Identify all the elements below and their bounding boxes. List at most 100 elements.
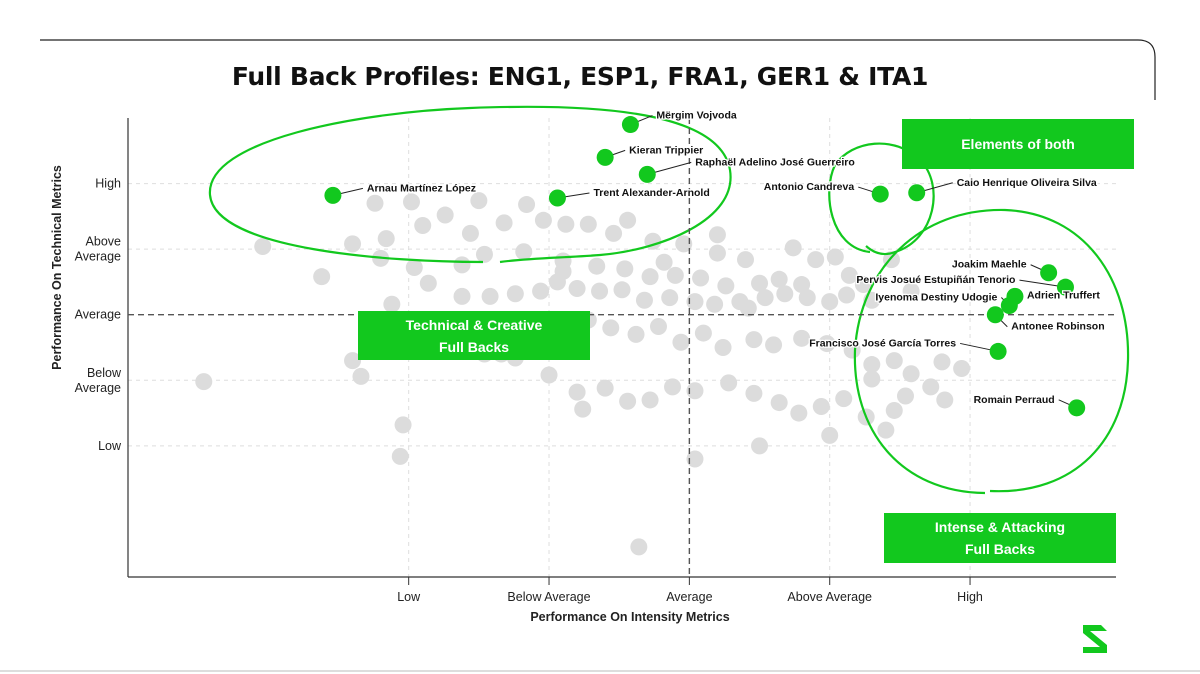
y-tick-label: Low	[98, 439, 122, 453]
background-player-point	[933, 353, 951, 371]
background-player-point	[641, 268, 659, 286]
intense-attacking-box: Intense & Attacking Full Backs	[884, 513, 1116, 563]
background-player-point	[313, 268, 331, 286]
player-label: Kieran Trippier	[629, 144, 703, 156]
background-player-point	[751, 274, 769, 292]
highlighted-player-point	[1056, 278, 1074, 296]
background-player-point	[195, 373, 213, 391]
background-player-point	[717, 277, 735, 295]
background-player-point	[481, 287, 499, 305]
background-player-point	[641, 391, 659, 409]
x-tick-label: High	[957, 590, 983, 604]
player-label: Antonee Robinson	[1011, 321, 1104, 333]
background-player-point	[692, 269, 710, 287]
background-player-point	[765, 336, 783, 354]
background-player-point	[616, 260, 634, 278]
background-player-point	[737, 251, 754, 269]
background-player-point	[534, 211, 552, 229]
background-player-point	[953, 359, 971, 377]
player-label: Romain Perraud	[974, 394, 1055, 406]
player-label: Adrien Truffert	[1027, 289, 1100, 301]
player-label: Joakim Maehle	[952, 259, 1027, 271]
background-player-point	[798, 289, 816, 307]
background-player-point	[254, 238, 272, 256]
player-label: Trent Alexander-Arnold	[593, 187, 709, 199]
background-player-point	[402, 193, 420, 211]
highlighted-player-point	[1040, 264, 1058, 282]
background-player-point	[902, 282, 920, 300]
background-player-point	[568, 279, 586, 297]
background-player-point	[661, 289, 679, 307]
player-label: Raphaël Adelino José Guerreiro	[695, 156, 855, 168]
background-player-point	[821, 293, 839, 311]
background-player-point	[885, 401, 903, 419]
background-player-point	[394, 416, 412, 434]
chart-title: Full Back Profiles: ENG1, ESP1, FRA1, GE…	[231, 62, 929, 91]
frame-border	[40, 39, 1156, 100]
background-player-point	[540, 366, 558, 384]
technical-creative-box: Technical & Creative Full Backs	[358, 311, 590, 360]
background-player-point	[818, 335, 836, 353]
background-player-point	[383, 295, 401, 313]
background-player-point	[863, 356, 881, 374]
background-player-point	[568, 383, 586, 401]
background-player-point	[554, 252, 572, 270]
background-player-point	[790, 404, 808, 422]
background-player-point	[436, 206, 454, 224]
highlighted-player-point	[989, 342, 1007, 360]
background-player-point	[377, 230, 395, 248]
highlighted-player-point	[871, 185, 889, 203]
background-player-point	[548, 273, 566, 291]
highlighted-player-point	[596, 148, 614, 166]
background-player-point	[495, 214, 513, 232]
background-player-point	[649, 318, 667, 336]
background-player-point	[843, 341, 861, 359]
background-player-point	[686, 382, 704, 400]
background-player-point	[835, 390, 853, 408]
highlighted-player-point	[1068, 399, 1086, 417]
background-player-point	[708, 226, 726, 244]
player-label: Arnau Martínez López	[367, 182, 476, 194]
background-player-point	[470, 192, 488, 210]
background-player-point	[518, 196, 536, 214]
background-player-point	[475, 245, 493, 263]
intense-group-ellipse	[853, 208, 1130, 495]
background-player-point	[672, 333, 690, 351]
highlighted-player-point	[548, 189, 566, 207]
background-player-point	[619, 392, 637, 410]
background-player-point	[745, 384, 763, 402]
background-player-point	[506, 285, 524, 303]
background-player-point	[885, 352, 903, 370]
background-player-point	[751, 437, 769, 455]
background-player-point	[579, 215, 597, 233]
background-player-point	[344, 352, 362, 370]
x-tick-label: Above Average	[787, 590, 872, 604]
highlighted-player-point	[908, 184, 926, 202]
background-player-point	[706, 295, 724, 313]
background-player-point	[863, 370, 881, 388]
technical-group-ellipse	[208, 105, 732, 264]
background-player-point	[821, 426, 839, 444]
x-tick-label: Low	[397, 590, 421, 604]
background-player-point	[675, 235, 693, 253]
background-player-point	[714, 339, 732, 356]
background-player-point	[694, 324, 712, 342]
background-player-point	[708, 244, 726, 262]
background-player-point	[630, 538, 648, 556]
player-label: Iyenoma Destiny Udogie	[875, 292, 997, 304]
background-player-point	[776, 285, 794, 303]
background-player-point	[627, 325, 645, 343]
background-player-point	[922, 378, 940, 396]
highlighted-player-point	[638, 165, 656, 183]
x-tick-label: Average	[666, 590, 712, 604]
background-player-point	[574, 400, 592, 418]
background-player-point	[635, 291, 653, 309]
background-player-point	[756, 289, 774, 307]
background-player-point	[854, 276, 872, 294]
background-player-point	[877, 421, 895, 439]
